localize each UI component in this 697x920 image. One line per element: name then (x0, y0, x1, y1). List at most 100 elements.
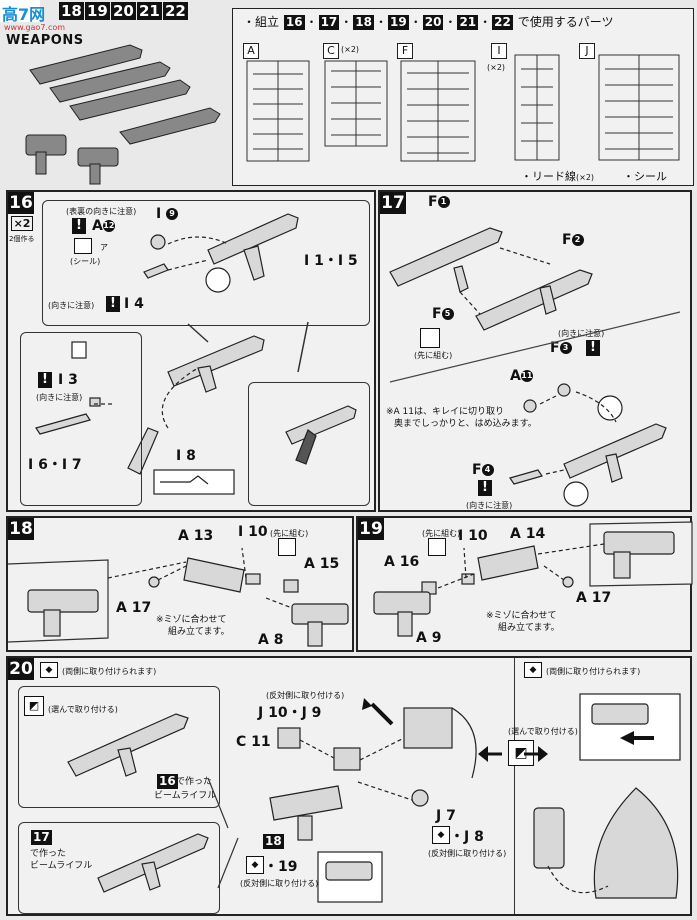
orientation-note-2: (向きに注意) (36, 393, 83, 402)
opposite-icon: ◆ (246, 856, 264, 874)
assemble-first-note: (先に組む) (270, 529, 309, 538)
parts-step: 17 (318, 15, 340, 30)
assemble-first-note: (先に組む) (422, 529, 461, 538)
parts-step: 19 (388, 15, 409, 30)
groove-note-1: ※ミゾに合わせて (156, 615, 227, 625)
warning-icon: ! (106, 296, 120, 312)
weapons-illustration (25, 44, 221, 185)
part-label-i3: I 3 (58, 372, 78, 388)
rifle-ref-text: で作った (176, 777, 213, 787)
banner-step: 18 (59, 2, 84, 20)
step20-subpanel-rifle17 (18, 822, 220, 914)
part-label-a17: A 17 (116, 600, 152, 616)
step20-number: 20 (8, 658, 34, 680)
groove-note-2: 組み立てます。 (498, 623, 560, 633)
lead-wire-label: ・リード線(×2) (521, 170, 595, 183)
banner-step: 22 (163, 2, 188, 20)
section-title: WEAPONS (6, 33, 84, 48)
sprue-diagrams (246, 54, 680, 162)
parts-step: 18 (353, 15, 374, 30)
both-sides-icon: ◆ (524, 662, 542, 678)
orientation-note: (向きに注意) (48, 301, 95, 310)
part-label-i10: I 10 (458, 528, 488, 544)
step16-subpanel-top (42, 200, 370, 326)
part-label-i10: I 10 (238, 524, 268, 540)
step19-number: 19 (358, 518, 384, 540)
warning-icon: ! (72, 218, 86, 234)
step17-number: 17 (380, 192, 406, 214)
parts-step: 16 (283, 15, 305, 30)
step20-right-divider (514, 658, 515, 914)
assemble-first-icon (278, 538, 296, 556)
step17-rifle-diagram (389, 227, 681, 507)
both-sides-icon: ◆ (40, 662, 58, 678)
part-label-a12: A12 (92, 218, 115, 234)
sprue-count: (×2) (487, 63, 506, 72)
step16-multiplier: ×2 (11, 216, 33, 231)
parts-heading: ・組立 16・17・18・19・20・21・22 で使用するパーツ (243, 15, 614, 30)
banner-step: 21 (137, 2, 162, 20)
opposite-attach-note: (反対側に取り付ける) (266, 691, 345, 700)
choose-attach-note: (選んで取り付ける) (48, 705, 118, 714)
banner-step: 20 (111, 2, 136, 20)
step16-multiplier-note: 2個作る (9, 235, 35, 243)
header-steps-banner: 高7网 18 19 20 21 22 (0, 0, 200, 24)
part-label-a15: A 15 (304, 556, 340, 572)
part-label-a13: A 13 (178, 528, 214, 544)
step16-subpanel-right (248, 382, 370, 506)
part-label-i1-i5: I 1・I 5 (304, 253, 358, 269)
warning-icon: ! (586, 340, 600, 356)
part-label-j7: J 7 (436, 808, 456, 824)
part-label-a14: A 14 (510, 526, 546, 542)
part-label-a17: A 17 (576, 590, 612, 606)
opposite-attach-note-2: (反対側に取り付ける) (428, 849, 507, 858)
assemble-first-icon (428, 538, 446, 556)
step16-panel: 16 ×2 2個作る (表裏の向きに注意) ! A12 ア (シール) I 9 … (6, 190, 376, 512)
seal-label: ・シール (623, 170, 667, 183)
step19-gun-diagram (373, 521, 693, 637)
step18-panel: 18 A 13 I 10 (先に組む) A 15 A 17 ※ミゾに合わせて 組… (6, 516, 354, 652)
a11-instruction-1: ※A 11は、キレイに切り取り (386, 407, 505, 417)
step16-number: 16 (8, 192, 34, 214)
part-label-a9: A 9 (416, 630, 442, 646)
part-label-i6-i7: I 6・I 7 (28, 457, 82, 473)
sprue-label: A (243, 43, 259, 59)
part-label-a11: A11 (510, 368, 533, 384)
rifle-ref-text: で作った (30, 849, 67, 859)
choose-attach-note-right: (選んで取り付ける) (508, 727, 578, 736)
assemble-first-note: (先に組む) (414, 351, 453, 360)
rifle-ref-text: ビームライフル (154, 791, 217, 801)
opposite-attach-note-3: (反対側に取り付ける) (240, 879, 319, 888)
warning-icon: ! (478, 480, 492, 496)
watermark-logo: 高7网 (2, 5, 46, 24)
part-label-a16: A 16 (384, 554, 420, 570)
seal-icon (74, 238, 92, 254)
parts-step: 20 (422, 15, 444, 30)
step19-panel: 19 (先に組む) A 16 I 10 A 14 A 17 ※ミゾに合わせて 組… (356, 516, 693, 652)
step20-panel: 20 ◆ (両側に取り付けられます) ◩ (選んで取り付ける) 16 で作った … (6, 656, 692, 916)
orientation-note: (向きに注意) (558, 329, 605, 338)
sprue-label: C (323, 43, 339, 59)
part-label-c11: C 11 (236, 734, 271, 750)
step18-number: 18 (8, 518, 34, 540)
watermark-url: www.gao7.com (4, 23, 66, 32)
a11-instruction-2: 奥までしっかりと、はめ込みます。 (394, 419, 537, 429)
part-label-a8: A 8 (258, 632, 284, 648)
opposite-icon: ◆ (432, 826, 450, 844)
parts-step: 21 (457, 15, 479, 30)
step19-ref: ・19 (264, 859, 298, 875)
sprue-label: F (397, 43, 413, 59)
part-label-i8: I 8 (176, 448, 196, 464)
step18-ref: 18 (263, 834, 284, 849)
step20-subpanel-rifle16 (18, 686, 220, 808)
part-label-i4: I 4 (124, 296, 144, 312)
parts-box: ・組立 16・17・18・19・20・21・22 で使用するパーツ A C (×… (232, 8, 694, 186)
sprue-count: (×2) (341, 45, 360, 54)
part-label-i9: I 9 (156, 206, 179, 222)
rifle-ref-text: ビームライフル (30, 861, 93, 871)
warning-icon: ! (38, 372, 52, 388)
